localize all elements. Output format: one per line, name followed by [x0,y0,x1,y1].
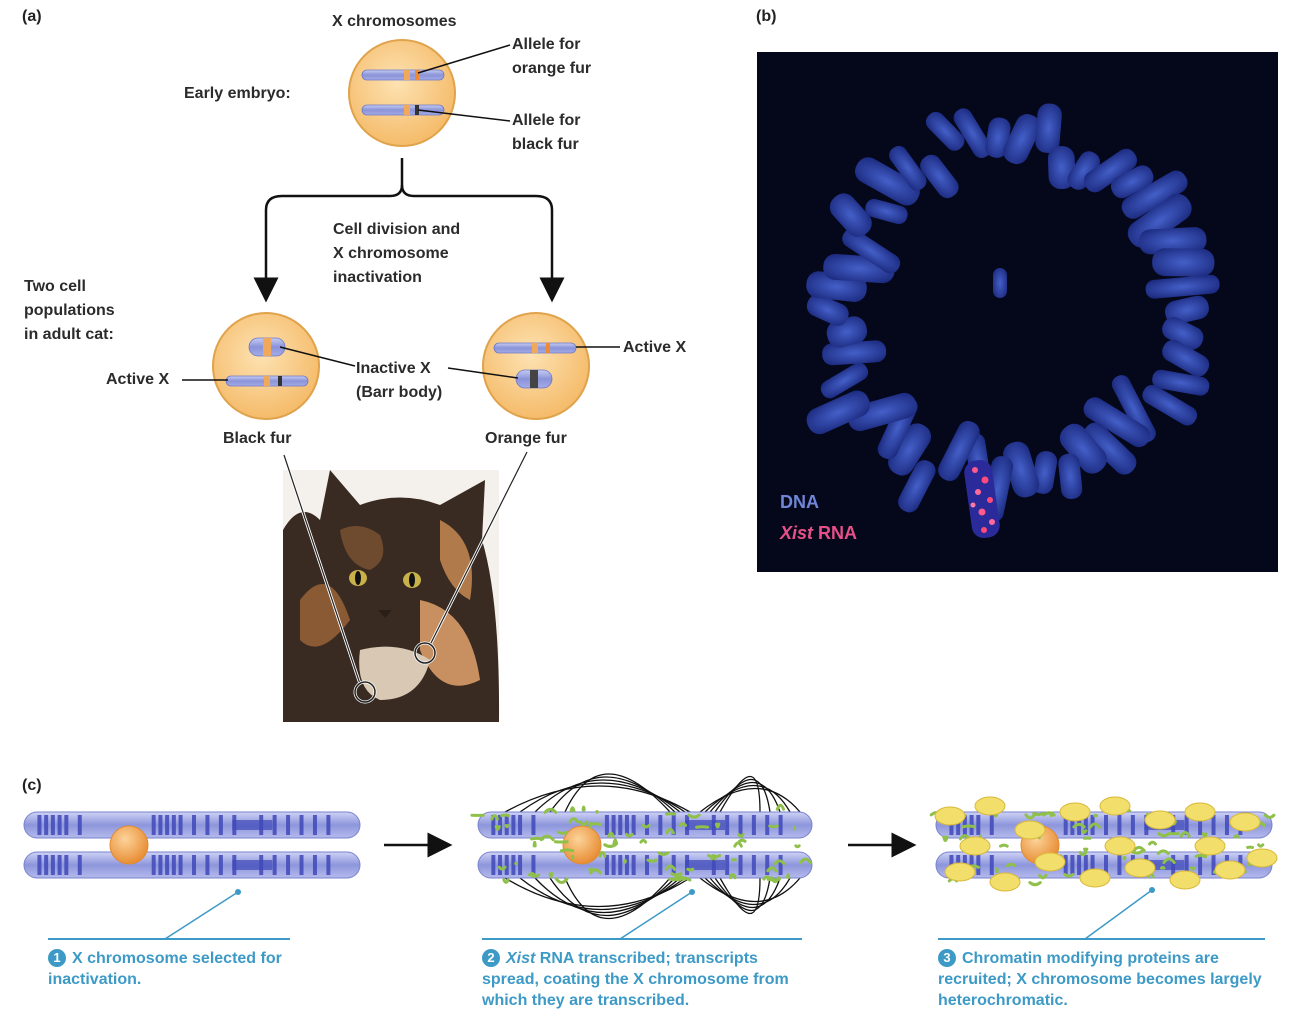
panel-b-letter: (b) [756,8,777,25]
legend-rna-text: RNA [813,523,858,543]
step2-number: 2 [482,949,500,967]
step1-text: X chromosome selected for inactivation. [48,950,282,988]
step3-text: Chromatin modifying proteins are recruit… [938,950,1262,1009]
early-embryo-label: Early embryo: [184,85,291,102]
two-cell-populations-label: Two cell populations in adult cat: [24,275,115,347]
inactive-x-line1: Inactive X [356,360,431,377]
embryo-cell [348,39,456,147]
two-cell-line1: Two cell [24,278,86,295]
inactive-x-line2: (Barr body) [356,384,443,401]
panel-a-letter: (a) [22,8,42,25]
cell-division-line1: Cell division and [333,221,461,238]
orange-fur-label: Orange fur [485,430,567,447]
black-fur-cell [212,312,320,420]
allele-orange-label: Allele for orange fur [512,33,591,81]
two-cell-line3: in adult cat: [24,326,114,343]
orange-fur-cell [482,312,590,420]
legend-dna: DNA [780,492,819,512]
panel-c-letter: (c) [22,777,42,794]
cell-division-line2: X chromosome [333,245,449,262]
cell-division-label: Cell division and X chromosome inactivat… [333,218,460,290]
allele-orange-line1: Allele for [512,36,581,53]
legend-xist-rna: Xist RNA [780,523,857,544]
allele-black-line2: black fur [512,136,579,153]
tortoiseshell-cat-image [283,470,500,722]
active-x-left-label: Active X [106,371,170,388]
step2-caption: 2 Xist RNA transcribed; transcripts sprea… [482,948,807,1011]
x-chromosomes-label: X chromosomes [332,13,457,30]
inactive-x-label: Inactive X (Barr body) [356,357,442,405]
step2-chromosome [470,773,813,919]
allele-black-line1: Allele for [512,112,581,129]
black-fur-label: Black fur [223,430,292,447]
allele-black-label: Allele for black fur [512,109,580,157]
legend-xist-italic: Xist [780,523,814,543]
two-cell-line2: populations [24,302,115,319]
xist-rna-signal [964,459,1000,539]
step3-chromosome [929,796,1278,892]
step2-italic: Xist [506,950,536,967]
step1-number: 1 [48,949,66,967]
active-x-right-label: Active X [623,339,687,356]
allele-orange-line2: orange fur [512,60,592,77]
cell-division-line3: inactivation [333,269,422,286]
step3-number: 3 [938,949,956,967]
step2-text: RNA transcribed; transcripts spread, coa… [482,950,789,1009]
step1-chromosome [23,811,361,879]
